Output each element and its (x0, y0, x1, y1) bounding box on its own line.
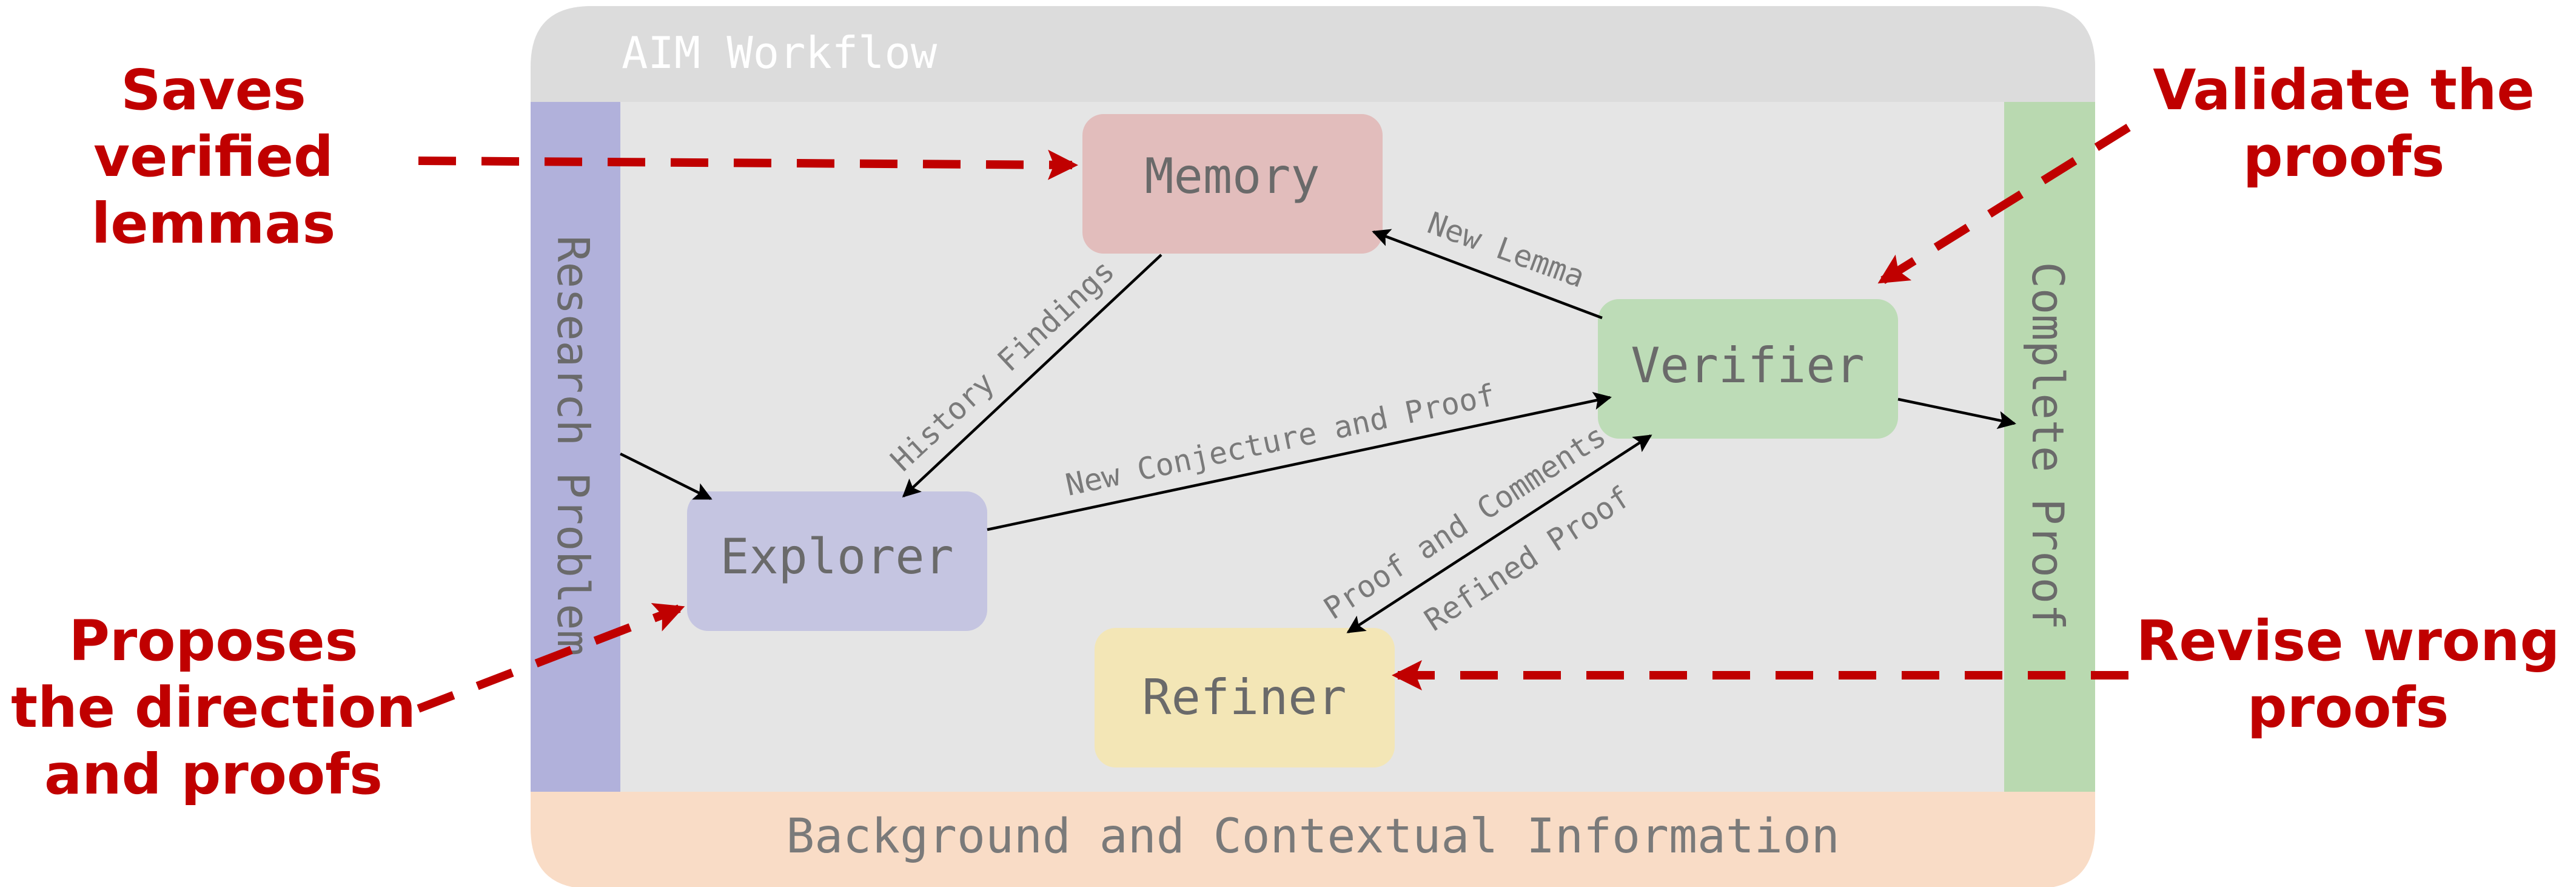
memory-node: Memory (1082, 114, 1383, 254)
memory-annotation-line-2: verified (93, 124, 334, 189)
refiner-annotation-line-1: Revise wrong (2136, 609, 2560, 673)
complete-proof-label: Complete Proof (2022, 262, 2073, 630)
refiner-annotation: Revise wrong proofs (2136, 609, 2560, 740)
refiner-node: Refiner (1095, 628, 1395, 767)
research-problem-bar (531, 102, 620, 792)
memory-label: Memory (1145, 148, 1320, 204)
research-problem-label: Research Problem (548, 235, 599, 656)
explorer-annotation-line-2: the direction (11, 675, 416, 740)
explorer-annotation-line-3: and proofs (44, 742, 383, 807)
workflow-title-bar (531, 6, 2095, 102)
background-bar-label: Background and Contextual Information (786, 809, 1840, 864)
problem-to-explorer-arrow (619, 452, 713, 501)
memory-annotation-arrow (418, 149, 1078, 180)
verifier-label: Verifier (1631, 337, 1864, 394)
workflow-panel (531, 6, 2095, 887)
memory-annotation-line-3: lemmas (92, 191, 336, 256)
verifier-to-complete-arrow (1897, 397, 2016, 430)
workflow-title: AIM Workflow (622, 27, 937, 78)
explorer-label: Explorer (720, 528, 953, 585)
memory-annotation-line-1: Saves (121, 58, 306, 123)
explorer-to-verifier-arrow (987, 391, 1612, 531)
refiner-verifier-arrow (1346, 434, 1652, 633)
verifier-node: Verifier (1598, 299, 1898, 439)
verifier-annotation-line-1: Validate the (2153, 58, 2535, 123)
explorer-annotation: Proposes the direction and proofs (11, 609, 416, 807)
explorer-annotation-arrow (417, 602, 685, 713)
verifier-to-memory-arrow (1372, 229, 1603, 320)
explorer-annotation-line-1: Proposes (69, 609, 358, 673)
memory-to-explorer-arrow (902, 254, 1162, 498)
verifier-annotation-line-2: proofs (2243, 124, 2444, 189)
verifier-annotation-arrow (1877, 124, 2131, 284)
refiner-annotation-line-2: proofs (2247, 675, 2449, 740)
explorer-node: Explorer (687, 491, 987, 631)
refiner-label: Refiner (1142, 669, 1346, 726)
memory-annotation: Saves verified lemmas (92, 58, 336, 256)
verifier-annotation: Validate the proofs (2153, 58, 2535, 189)
background-bar (531, 792, 2095, 887)
